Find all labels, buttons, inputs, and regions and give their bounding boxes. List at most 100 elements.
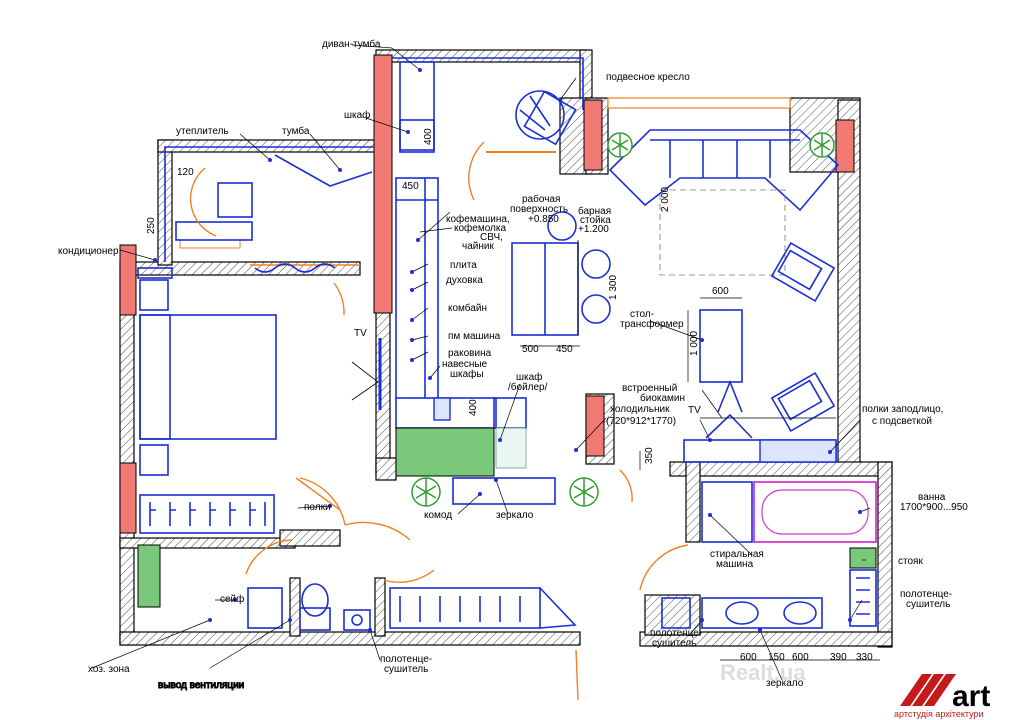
label-rabochaya: рабочая: [522, 193, 560, 205]
labels: диван-тумба шкаф подвесное кресло утепли…: [58, 38, 968, 692]
plants: [411, 132, 835, 507]
dim-b150: 150: [768, 652, 785, 663]
label-plus-1200: +1.200: [578, 224, 609, 235]
plant-icon: [569, 477, 599, 507]
armchair-icon: [770, 241, 836, 303]
label-barnaya: барная: [578, 205, 611, 217]
pillars: [119, 54, 855, 534]
dim-b330: 330: [856, 652, 873, 663]
label-shkaf-boyler: шкаф: [516, 371, 542, 383]
bathtub-icon: [753, 481, 877, 543]
label-komod: комод: [424, 510, 452, 521]
bedroom: [139, 263, 382, 534]
label-poverkhnost: поверхность: [510, 204, 568, 215]
label-navesnye: навесные: [442, 359, 488, 370]
label-divan-tumba: диван-тумба: [322, 38, 381, 50]
label-plita: плита: [450, 260, 477, 271]
label-polotentse-left-1: полотенце-: [650, 628, 702, 639]
label-vanna: ванна: [918, 492, 946, 503]
label-stiralnaya: стиральная: [710, 549, 764, 560]
hallway: [137, 477, 577, 629]
logo: art артстудія архітектури: [894, 674, 990, 719]
label-svch: СВЧ,: [480, 232, 503, 243]
balcony-frames: [164, 57, 584, 262]
armchair-icon: [770, 371, 836, 433]
dim-120: 120: [177, 167, 194, 178]
label-khoz-zona: хоз. зона: [88, 664, 130, 675]
bathroom: [661, 481, 877, 629]
dim-250: 250: [146, 217, 157, 234]
label-rakovina: раковина: [448, 348, 492, 359]
label-vanna-dims: 1700*900...950: [900, 502, 968, 513]
plant-icon: [607, 132, 633, 158]
label-transformer: трансформер: [620, 318, 684, 330]
label-tv-right: TV: [688, 405, 701, 416]
logo-subtitle: артстудія архітектури: [894, 709, 984, 719]
label-stoyka: стойка: [580, 215, 611, 226]
watermark: Realt.ua: [720, 660, 806, 685]
label-polki-zapodlitsu: полки заподлицо,: [862, 404, 943, 415]
kitchen: [395, 177, 611, 477]
dim-450: 450: [402, 181, 419, 192]
label-podvesnoe-kreslo: подвесное кресло: [606, 72, 690, 83]
label-stoyak: стояк: [898, 556, 923, 567]
dim-450-b: 450: [556, 344, 573, 355]
label-zerkalo-mid: зеркало: [496, 510, 534, 521]
dim-350: 350: [644, 447, 655, 464]
label-polotentse-right-1: полотенце-: [900, 589, 952, 600]
plant-icon: [809, 132, 835, 158]
dim-1300: 1 300: [608, 275, 619, 300]
label-polotentse-right-2: сушитель: [906, 599, 950, 610]
label-kholod-dims: (720*912*1770): [606, 416, 676, 427]
label-mashina: машина: [716, 559, 754, 570]
windows: [179, 97, 791, 266]
label-vyvod-ventilyatsii: вывод вентиляции: [158, 680, 244, 691]
label-plus-0850: +0.850: [528, 214, 559, 225]
label-dukhovka: духовка: [446, 275, 483, 286]
dim-b600b: 600: [792, 652, 809, 663]
label-biokamin: биокамин: [640, 392, 685, 404]
dim-500: 500: [522, 344, 539, 355]
hanging-chair-icon: [515, 90, 577, 146]
living: [608, 129, 840, 463]
label-stol: стол-: [630, 309, 654, 320]
dim-600-table: 600: [712, 286, 729, 297]
label-kholodilnik: холодильник: [610, 404, 670, 415]
label-kofemolka: кофемолка: [454, 222, 506, 234]
dim-b390: 390: [830, 652, 847, 663]
label-pm-mashina: пм машина: [448, 331, 501, 342]
dim-400-top: 400: [423, 128, 434, 145]
dim-1000: 1 000: [689, 331, 700, 356]
label-polotentse-left-2: сушитель: [652, 638, 696, 649]
dim-2000: 2 000: [660, 187, 671, 212]
label-s-podsvetkoy: с подсветкой: [872, 416, 932, 427]
label-boyler: /бойлер/: [508, 381, 548, 393]
label-zerkalo-bath: зеркало: [766, 678, 804, 689]
sink-icon: [343, 609, 371, 631]
label-polotentse-bottom-1: полотенце-: [380, 654, 432, 665]
label-chaynik: чайник: [462, 241, 494, 252]
label-vstroenny: встроенный: [622, 383, 677, 394]
label-kombayn: комбайн: [448, 302, 487, 314]
dim-b600a: 600: [740, 652, 757, 663]
walls: [119, 49, 893, 648]
label-konditsioner: кондиционер: [58, 246, 119, 257]
top-balcony: [399, 61, 577, 153]
label-tumba: тумба: [282, 125, 310, 137]
doors: [189, 141, 689, 701]
label-uteplitel: утеплитель: [176, 126, 229, 137]
label-polki: полки: [304, 502, 331, 513]
dim-400-mid: 400: [468, 399, 479, 416]
label-polotentse-bottom-2: сушитель: [384, 664, 428, 675]
logo-mark-icon: [900, 674, 956, 706]
label-shkafy: шкафы: [450, 368, 484, 380]
logo-text: art: [952, 680, 990, 713]
plant-icon: [411, 477, 441, 507]
toilet-icon: [299, 583, 331, 631]
label-shkaf: шкаф: [344, 109, 370, 121]
label-tv-left: TV: [354, 328, 367, 339]
leader-lines: [91, 44, 880, 681]
label-kofemashina: кофемашина,: [446, 213, 510, 225]
label-seyf: сейф: [220, 593, 244, 605]
